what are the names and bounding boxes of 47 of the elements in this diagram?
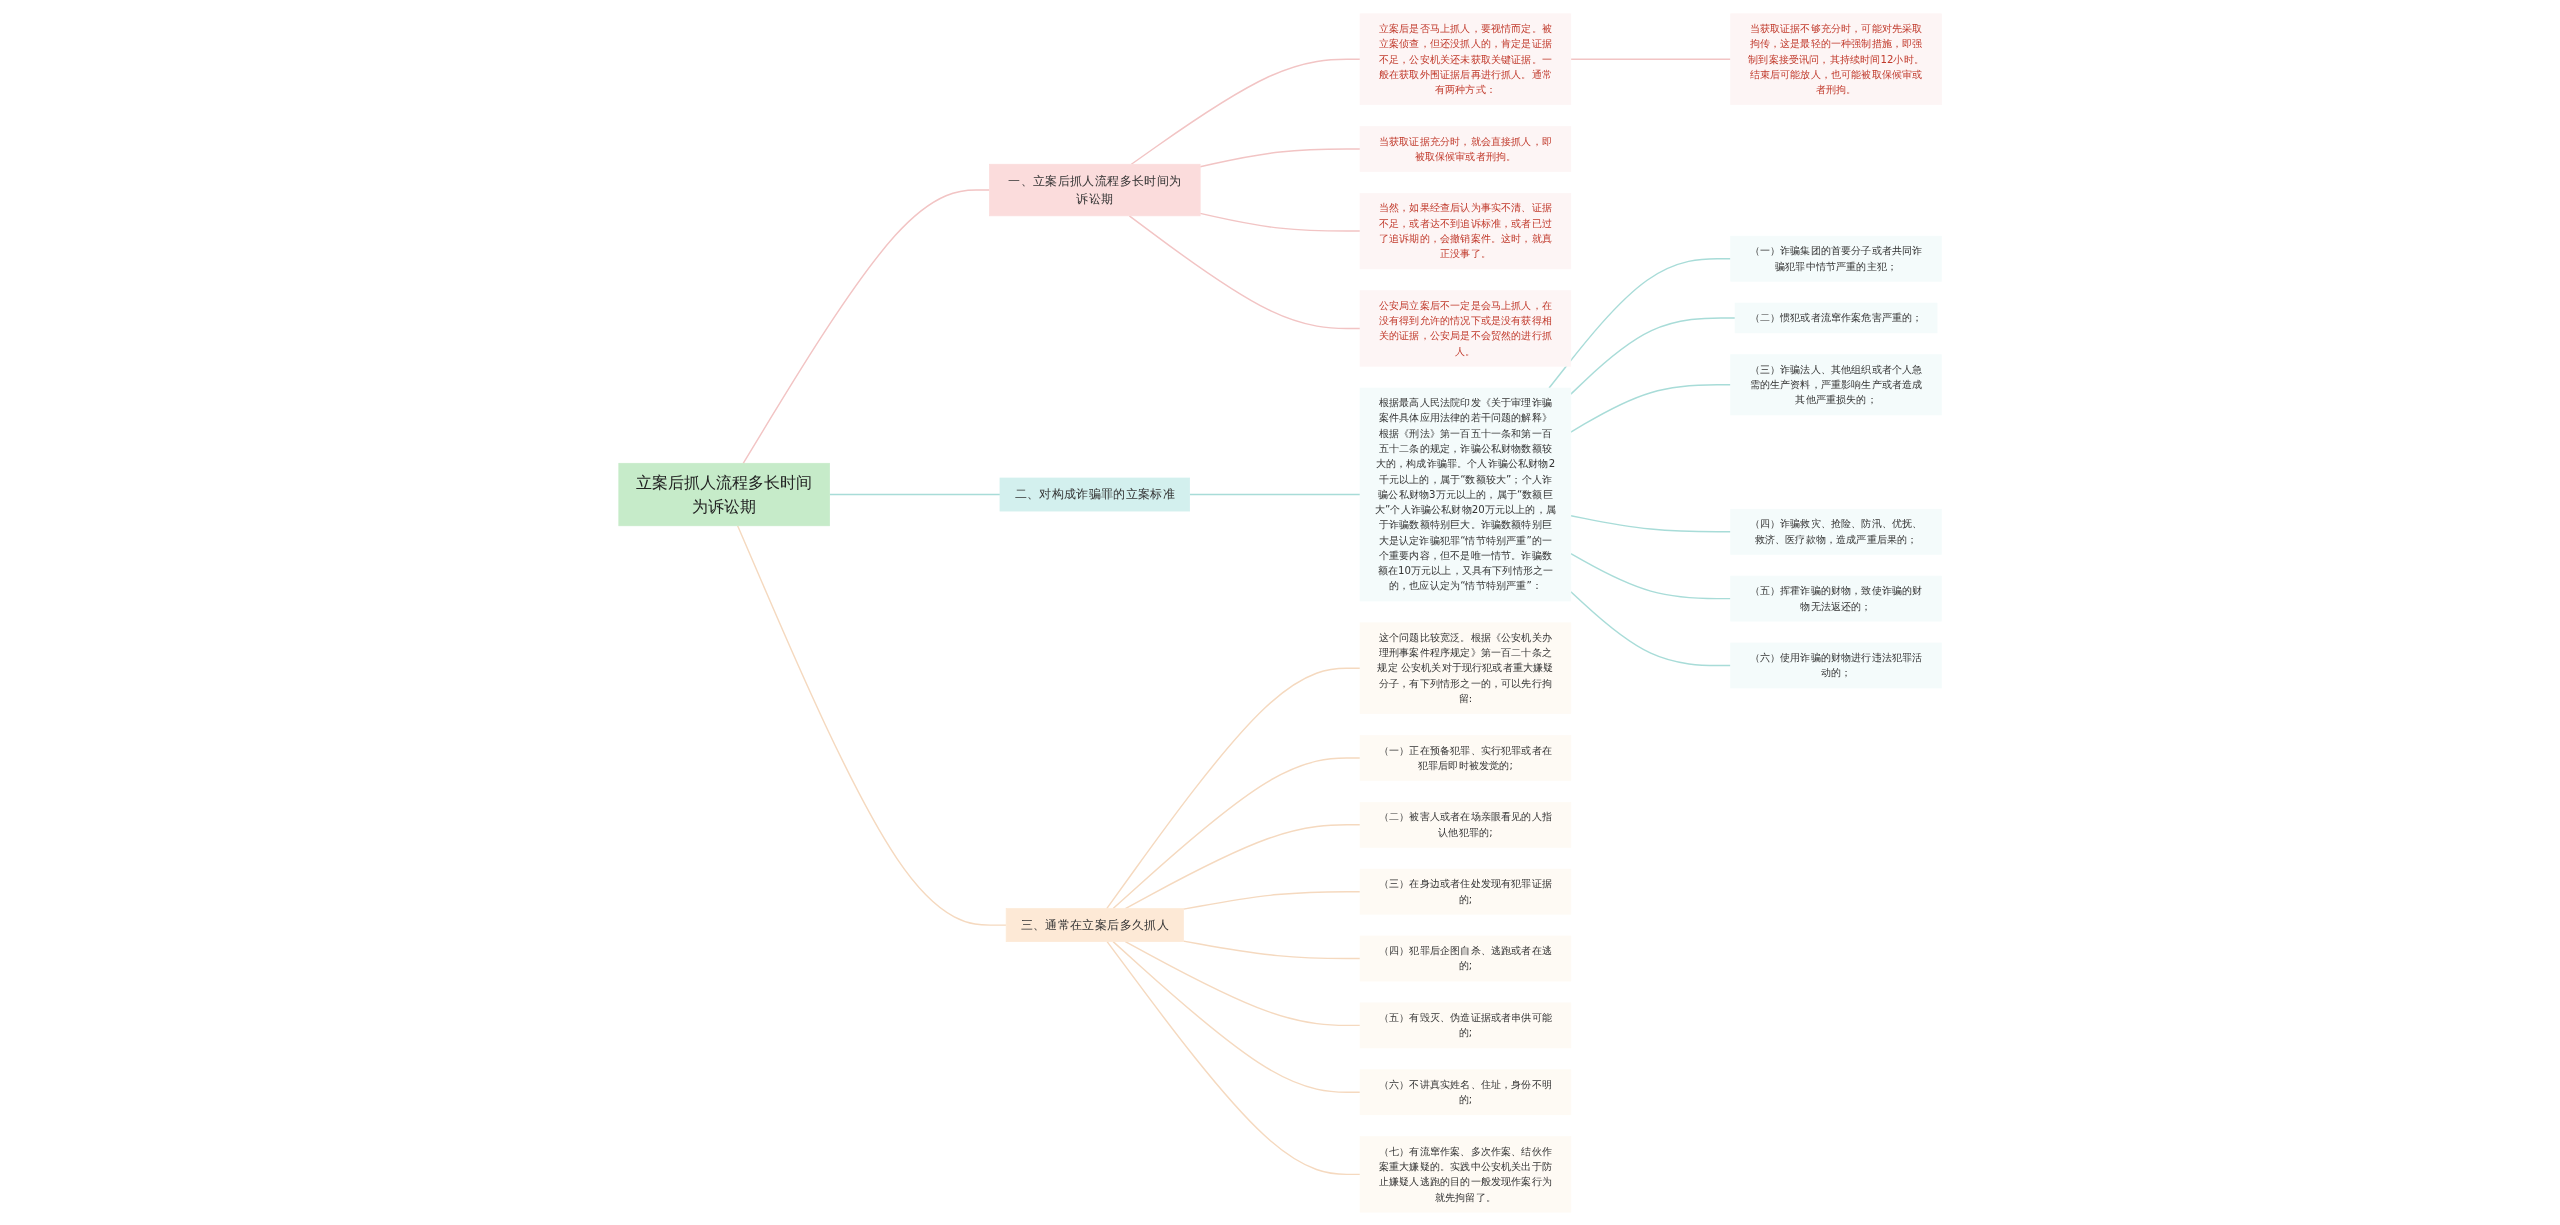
connector [1130,58,1361,165]
connector [736,524,1007,926]
connector [1548,257,1732,389]
connector [1188,493,1361,495]
connector [1105,667,1361,909]
node-box: （一）诈骗集团的首要分子或者共同诈骗犯罪中情节严重的主犯； [1730,235,1942,282]
connector [1128,214,1361,329]
node-box: （三）诈骗法人、其他组织或者个人急需的生产资料，严重影响生产或者造成其他严重损失的； [1730,353,1942,415]
node-box: 一、立案后抓人流程多长时间为诉讼期 [988,163,1201,216]
node-box: （三）在身边或者住处发现有犯罪证据的; [1359,868,1572,915]
connector [1112,940,1361,1093]
node-box: （六）不讲真实姓名、住址，身份不明的; [1359,1068,1572,1115]
connector [1182,890,1361,910]
node-box: 当然，如果经查后认为事实不清、证据不足，或者达不到追诉标准，或者已过了追诉期的，会撤销案件。这时，就真正没事了。 [1359,192,1572,269]
node-box: 根据最高人民法院印发《关于审理诈骗案件具体应用法律的若干问题的解释》根据《刑法》第一百五十一条和第一百五十二条的规定，诈骗公私财物数额较大的，构成诈骗罪。个人诈骗公私财物2千元以上的，属于“数额较大”；个人诈骗公私财物3万元以上的，属于“数额巨大”个人诈骗公私财物20万元以上的，属于诈骗数额特别巨大。诈骗数额特别巨大是认定诈骗犯罪“情节特别严重”的一个重要内容，但不是唯一情节。诈骗数额在10万元以上，又具有下列情形之一的，也应认定为“情节特别严重”： [1359,387,1572,601]
connector [1199,212,1361,232]
node-box: （四）诈骗救灾、抢险、防汛、优抚、救济、医疗款物，造成严重后果的； [1730,508,1942,555]
connector [1569,58,1732,60]
connector [1569,383,1732,433]
node-box: （二）被害人或者在场亲眼看见的人指认他犯罪的; [1359,801,1572,848]
node-box: 立案后是否马上抓人，要视情而定。被立案侦查，但还没抓人的，肯定是证据不足，公安机关还未获取关键证据。一般在获取外围证据后再进行抓人。通常有两种方式： [1359,12,1572,105]
node-box: （五）有毁灭、伪造证据或者串供可能的; [1359,1002,1572,1048]
node-box: 当获取证据不够充分时，可能对先采取拘传，这是最轻的一种强制措施，即强制到案接受讯问，其持续时间12小时。结束后可能放人，也可能被取保候审或者刑拘。 [1730,12,1942,105]
node-box: （七）有流窜作案、多次作案、结伙作案重大嫌疑的。实践中公安机关出于防止嫌疑人逃跑的目的一般发现作案行为就先拘留了。 [1359,1135,1572,1213]
node-box: （五）挥霍诈骗的财物，致使诈骗的财物无法返还的； [1730,575,1942,622]
connector [1112,756,1361,909]
connector [1199,147,1361,167]
connector [1569,514,1732,532]
node-box: （二）惯犯或者流窜作案危害严重的； [1734,302,1938,333]
node-box: 这个问题比较宽泛。根据《公安机关办理刑事案件程序规定》第一百二十条之规定 公安机关对于现行犯或者重大嫌疑分子，有下列情形之一的，可以先行拘留: [1359,621,1572,714]
node-box: 三、通常在立案后多久抓人 [1005,907,1184,942]
connector [1182,939,1361,959]
connector [1569,316,1736,395]
node-box: 公安局立案后不一定是会马上抓人，在没有得到允许的情况下或是没有获得相关的证据，公安局是不会贸然的进行抓人。 [1359,289,1572,367]
connector [1124,940,1361,1026]
connector [1569,552,1732,599]
connector [1569,590,1732,666]
node-box: （四）犯罪后企图自杀、逃跑或者在逃的; [1359,935,1572,981]
node-box: 立案后抓人流程多长时间为诉讼期 [618,462,830,526]
node-box: （六）使用诈骗的财物进行违法犯罪活动的； [1730,642,1942,688]
node-box: （一）正在预备犯罪、实行犯罪或者在犯罪后即时被发觉的; [1359,734,1572,781]
connector [828,493,1001,495]
connector [1124,823,1361,909]
node-box: 二、对构成诈骗罪的立案标准 [999,477,1190,511]
node-box: 当获取证据充分时，就会直接抓人，即被取保候审或者刑拘。 [1359,125,1572,172]
connector [1106,940,1361,1175]
connector [742,188,991,464]
